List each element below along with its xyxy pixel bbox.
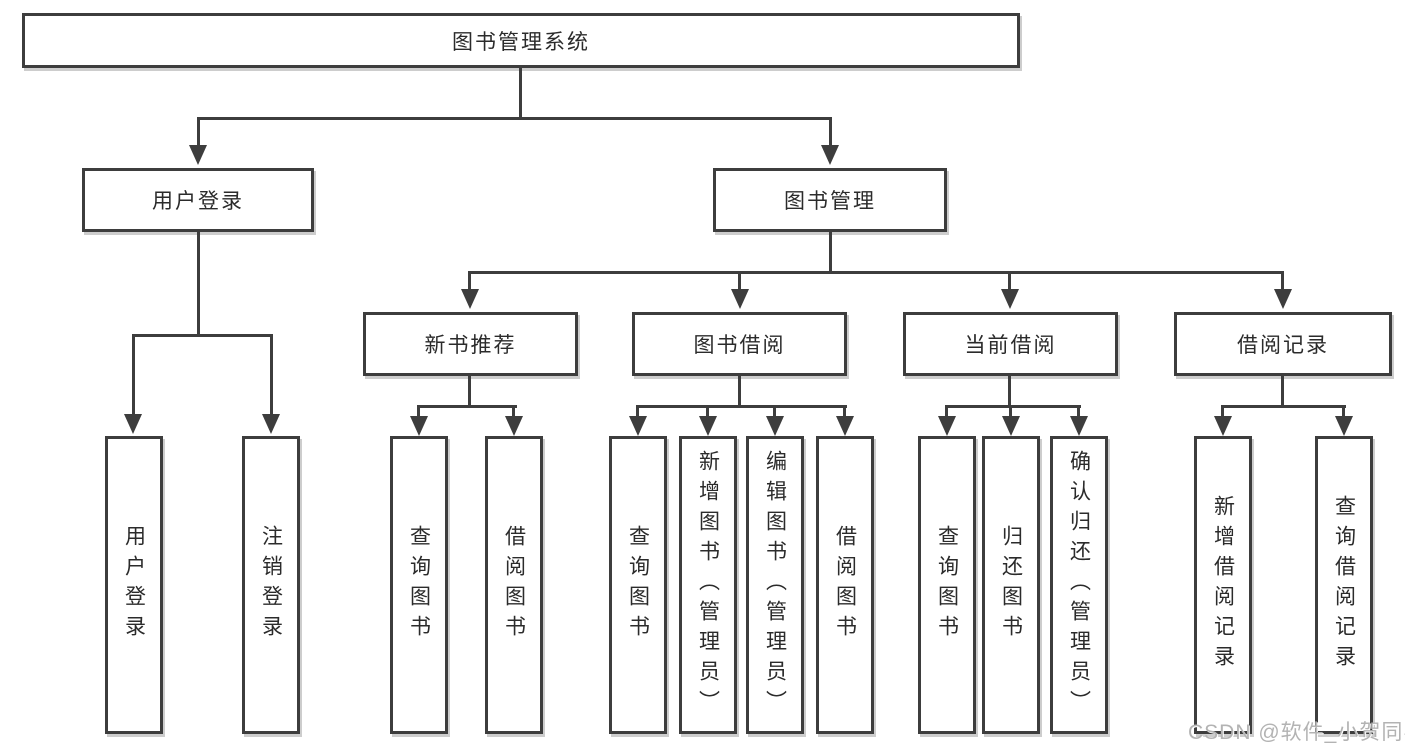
leaf-borrow-books: 借阅图书 <box>816 436 874 734</box>
arrowhead-down-icon <box>461 289 479 309</box>
node-current-borrowing-label: 当前借阅 <box>964 334 1057 357</box>
leaf-edit-book-admin: 编辑图书（管理员） <box>746 436 804 734</box>
node-new-book-recommend-label: 新书推荐 <box>424 334 517 357</box>
connector-hline <box>1221 405 1346 408</box>
node-book-management: 图书管理 <box>713 168 947 232</box>
arrowhead-down-icon <box>629 416 647 436</box>
leaf-user-login: 用户登录 <box>105 436 163 734</box>
connector-vline <box>132 334 135 414</box>
node-book-borrowing: 图书借阅 <box>632 312 847 376</box>
arrowhead-down-icon <box>1335 416 1353 436</box>
connector-vline <box>843 405 846 417</box>
connector-vline <box>197 232 200 336</box>
arrowhead-down-icon <box>1070 416 1088 436</box>
leaf-borrow-books-recommend: 借阅图书 <box>485 436 543 734</box>
arrowhead-down-icon <box>1274 289 1292 309</box>
leaf-return-books: 归还图书 <box>982 436 1040 734</box>
node-new-book-recommend: 新书推荐 <box>363 312 578 376</box>
connector-hline <box>132 334 272 337</box>
csdn-watermark: CSDN @软件_小贺同学 <box>1188 721 1405 744</box>
connector-vline <box>417 405 420 417</box>
connector-vline <box>1281 271 1284 289</box>
connector-vline <box>519 68 522 118</box>
connector-hline <box>945 405 1081 408</box>
connector-hline <box>417 405 517 408</box>
node-book-management-label: 图书管理 <box>784 190 876 213</box>
leaf-label: 查询图书 <box>935 525 959 645</box>
arrowhead-down-icon <box>262 414 280 434</box>
arrowhead-down-icon <box>1214 416 1232 436</box>
connector-vline <box>468 376 471 407</box>
connector-vline <box>1077 405 1080 417</box>
connector-hline <box>636 405 847 408</box>
leaf-label: 查询图书 <box>626 525 650 645</box>
leaf-user-login-label: 用户登录 <box>122 525 146 645</box>
leaf-label: 借阅图书 <box>833 525 857 645</box>
arrowhead-down-icon <box>1001 289 1019 309</box>
arrowhead-down-icon <box>821 145 839 165</box>
connector-vline <box>1342 405 1345 417</box>
leaf-logout-label: 注销登录 <box>259 525 283 645</box>
leaf-label: 确认归还（管理员） <box>1067 450 1091 720</box>
connector-vline <box>512 405 515 417</box>
node-system-root-label: 图书管理系统 <box>452 30 590 54</box>
arrowhead-down-icon <box>731 289 749 309</box>
leaf-label: 新增图书（管理员） <box>696 450 720 720</box>
leaf-query-books-recommend: 查询图书 <box>390 436 448 734</box>
connector-vline <box>1009 405 1012 417</box>
connector-vline <box>773 405 776 417</box>
connector-vline <box>945 405 948 417</box>
connector-vline <box>829 117 832 145</box>
arrowhead-down-icon <box>836 416 854 436</box>
leaf-label: 查询图书 <box>407 525 431 645</box>
leaf-label: 新增借阅记录 <box>1211 495 1235 675</box>
arrowhead-down-icon <box>410 416 428 436</box>
connector-vline <box>1221 405 1224 417</box>
connector-vline <box>706 405 709 417</box>
arrowhead-down-icon <box>189 145 207 165</box>
leaf-confirm-return-admin: 确认归还（管理员） <box>1050 436 1108 734</box>
connector-hline <box>197 117 832 120</box>
leaf-label: 查询借阅记录 <box>1332 495 1356 675</box>
node-user-login: 用户登录 <box>82 168 314 232</box>
connector-vline <box>270 334 273 414</box>
leaf-add-book-admin: 新增图书（管理员） <box>679 436 737 734</box>
leaf-query-borrow-record: 查询借阅记录 <box>1315 436 1373 734</box>
arrowhead-down-icon <box>766 416 784 436</box>
connector-vline <box>1281 376 1284 407</box>
node-book-borrowing-label: 图书借阅 <box>693 334 786 357</box>
arrowhead-down-icon <box>699 416 717 436</box>
node-borrow-records-label: 借阅记录 <box>1237 334 1329 357</box>
leaf-label: 归还图书 <box>999 525 1023 645</box>
connector-vline <box>468 271 471 289</box>
arrowhead-down-icon <box>938 416 956 436</box>
arrowhead-down-icon <box>1002 416 1020 436</box>
connector-vline <box>1008 376 1011 407</box>
node-borrow-records: 借阅记录 <box>1174 312 1392 376</box>
connector-vline <box>636 405 639 417</box>
leaf-label: 借阅图书 <box>502 525 526 645</box>
connector-vline <box>738 376 741 407</box>
leaf-logout: 注销登录 <box>242 436 300 734</box>
connector-vline <box>829 232 832 273</box>
node-current-borrowing: 当前借阅 <box>903 312 1118 376</box>
leaf-label: 编辑图书（管理员） <box>763 450 787 720</box>
connector-vline <box>197 117 200 145</box>
arrowhead-down-icon <box>505 416 523 436</box>
leaf-query-books-current: 查询图书 <box>918 436 976 734</box>
connector-vline <box>1008 271 1011 289</box>
node-user-login-label: 用户登录 <box>152 190 244 213</box>
leaf-add-borrow-record: 新增借阅记录 <box>1194 436 1252 734</box>
arrowhead-down-icon <box>124 414 142 434</box>
leaf-query-books-borrowing: 查询图书 <box>609 436 667 734</box>
node-system-root: 图书管理系统 <box>22 13 1020 68</box>
connector-hline <box>469 271 1284 274</box>
connector-vline <box>738 271 741 289</box>
